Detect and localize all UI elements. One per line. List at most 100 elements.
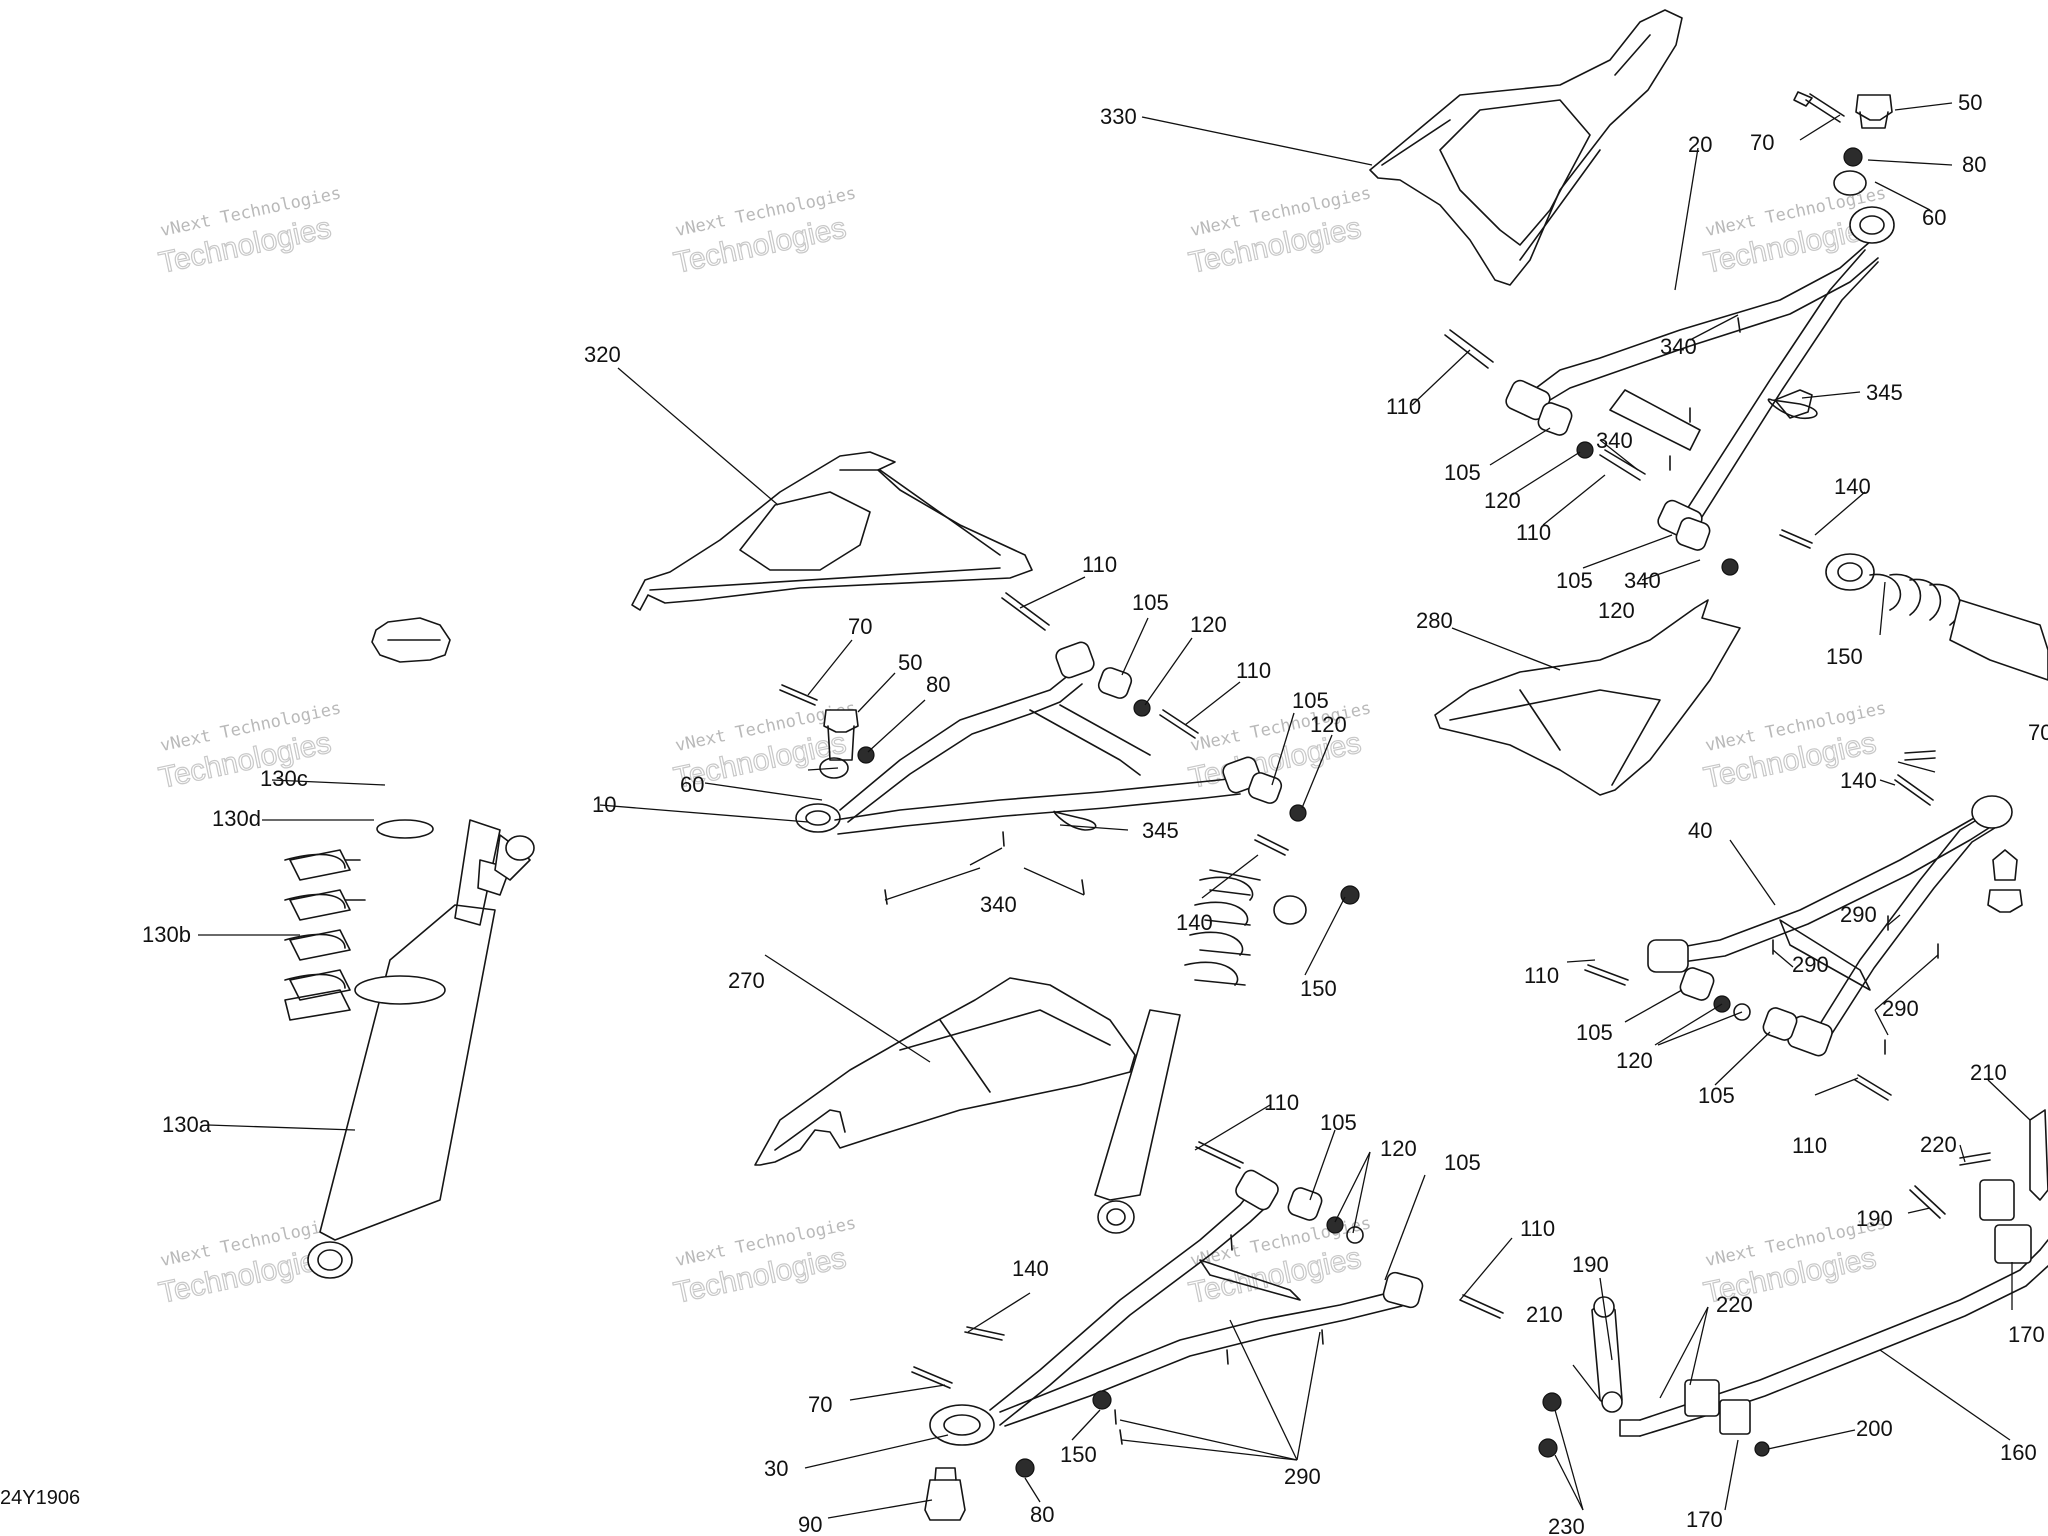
callout-220: 220 (1716, 1292, 1753, 1317)
callout-130c: 130c (260, 766, 308, 791)
sway-bar-160 (1619, 1179, 2048, 1437)
callout-220: 220 (1920, 1132, 1957, 1157)
link-210-right (2029, 1109, 2048, 1201)
callout-105: 105 (1292, 688, 1329, 713)
callout-105: 105 (1320, 1110, 1357, 1135)
callout-105: 105 (1698, 1083, 1735, 1108)
callout-130a: 130a (162, 1112, 212, 1137)
callout-120: 120 (1598, 598, 1635, 623)
guard-270 (754, 977, 1136, 1166)
callout-230: 230 (1548, 1514, 1585, 1536)
shock-150-middle (1094, 869, 1360, 1234)
callout-110: 110 (1082, 552, 1117, 577)
callout-120: 120 (1190, 612, 1227, 637)
callout-210: 210 (1970, 1060, 2007, 1085)
guard-280 (1434, 599, 1741, 796)
callout-30: 30 (764, 1456, 788, 1481)
callout-170: 170 (2008, 1322, 2045, 1347)
guard-330 (1369, 9, 1683, 286)
callout-105: 105 (1444, 460, 1481, 485)
callout-120: 120 (1616, 1048, 1653, 1073)
callout-110: 110 (1516, 520, 1551, 545)
callout-320: 320 (584, 342, 621, 367)
callout-110: 110 (1792, 1133, 1827, 1158)
callout-120: 120 (1310, 712, 1347, 737)
callout-110: 110 (1264, 1090, 1299, 1115)
bushings-and-nuts (819, 147, 1867, 1478)
shock-150-right (1825, 553, 2048, 681)
callout-150: 150 (1300, 976, 1337, 1001)
callout-340: 340 (1660, 334, 1697, 359)
callout-345: 345 (1142, 818, 1179, 843)
callout-105: 105 (1132, 590, 1169, 615)
callout-70: 70 (1750, 130, 1774, 155)
drawing-code: 24Y1906 (0, 1487, 80, 1509)
callout-110: 110 (1386, 394, 1421, 419)
callout-340: 340 (1596, 428, 1633, 453)
callout-130d: 130d (212, 806, 261, 831)
callout-50: 50 (1958, 90, 1982, 115)
screws (884, 317, 1939, 1445)
callout-340: 340 (980, 892, 1017, 917)
callout-140: 140 (1840, 768, 1877, 793)
a-arm-40 (1647, 795, 2013, 1057)
callout-280: 280 (1416, 608, 1453, 633)
callout-80: 80 (1962, 152, 1986, 177)
callout-40: 40 (1688, 818, 1712, 843)
callout-200: 200 (1856, 1416, 1893, 1441)
callout-290: 290 (1284, 1464, 1321, 1489)
watermark: vNext Technologies Technologies (670, 183, 858, 280)
callout-140: 140 (1176, 910, 1213, 935)
watermark: vNext Technologies Technologies (1185, 183, 1373, 280)
callout-290: 290 (1840, 902, 1877, 927)
callout-105: 105 (1444, 1150, 1481, 1175)
guard-320 (631, 451, 1033, 611)
callout-70: 70 (2028, 720, 2048, 745)
watermark: vNext Technologies Technologies (155, 698, 343, 795)
callout-80: 80 (926, 672, 950, 697)
ball-joint-90 (924, 1467, 966, 1521)
shock-130 (284, 617, 535, 1279)
callout-110: 110 (1236, 658, 1271, 683)
callout-labels: 330 20 50 70 80 60 340 110 345 340 105 1… (142, 90, 2048, 1536)
callout-190: 190 (1856, 1206, 1893, 1231)
callout-190: 190 (1572, 1252, 1609, 1277)
bolts (779, 91, 1991, 1389)
callout-130b: 130b (142, 922, 191, 947)
callout-170: 170 (1686, 1507, 1723, 1532)
callout-160: 160 (2000, 1440, 2037, 1465)
callout-120: 120 (1484, 488, 1521, 513)
callout-290: 290 (1882, 996, 1919, 1021)
callout-10: 10 (592, 792, 616, 817)
callout-140: 140 (1834, 474, 1871, 499)
callout-270: 270 (728, 968, 765, 993)
callout-150: 150 (1060, 1442, 1097, 1467)
callout-345: 345 (1866, 380, 1903, 405)
callout-140: 140 (1012, 1256, 1049, 1281)
callout-150: 150 (1826, 644, 1863, 669)
watermark: vNext Technologies Technologies (155, 183, 343, 280)
ball-joint-50-upper (1855, 94, 1893, 129)
callout-110: 110 (1524, 963, 1559, 988)
callout-70: 70 (848, 614, 872, 639)
watermark: vNext Technologies Technologies (670, 1213, 858, 1310)
callout-60: 60 (1922, 205, 1946, 230)
callout-105: 105 (1556, 568, 1593, 593)
callout-330: 330 (1100, 104, 1137, 129)
callout-20: 20 (1688, 132, 1712, 157)
leader-lines (198, 102, 2031, 1519)
ball-joint-right (1987, 849, 2023, 913)
a-arm-30 (929, 1169, 1424, 1446)
callout-60: 60 (680, 772, 704, 797)
spring-130b (284, 853, 346, 989)
callout-105: 105 (1576, 1020, 1613, 1045)
a-arm-20 (1505, 206, 1895, 541)
callout-290: 290 (1792, 952, 1829, 977)
callout-340: 340 (1624, 568, 1661, 593)
callout-210: 210 (1526, 1302, 1563, 1327)
callout-50: 50 (898, 650, 922, 675)
callout-120: 120 (1380, 1136, 1417, 1161)
a-arm-10 (795, 641, 1262, 835)
callout-70: 70 (808, 1392, 832, 1417)
